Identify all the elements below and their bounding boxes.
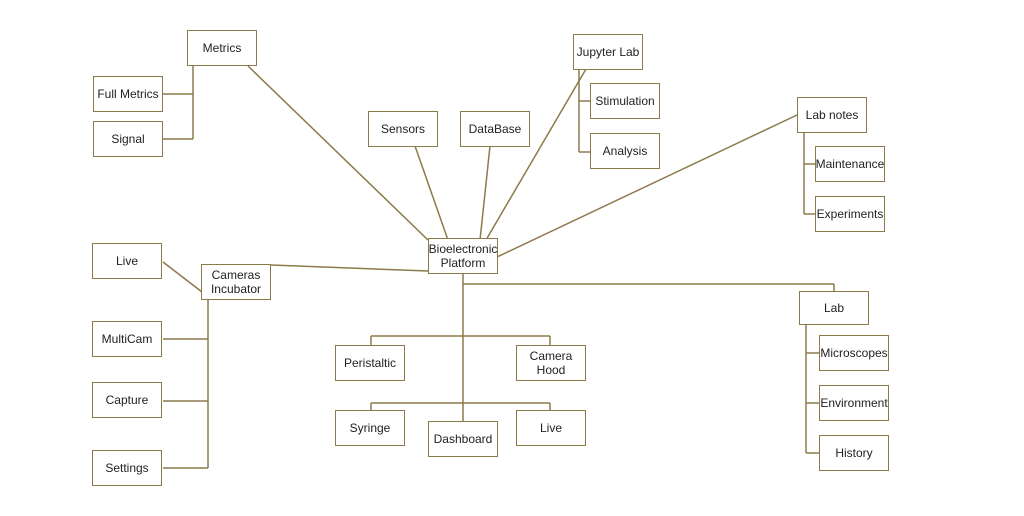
node-live-pump[interactable]: Live: [516, 410, 586, 446]
node-jupyter-lab[interactable]: Jupyter Lab: [573, 34, 643, 70]
node-database[interactable]: DataBase: [460, 111, 530, 147]
node-syringe[interactable]: Syringe: [335, 410, 405, 446]
node-camera-hood[interactable]: Camera Hood: [516, 345, 586, 381]
node-cameras-incubator[interactable]: Cameras Incubator: [201, 264, 271, 300]
connector-root-database: [479, 145, 491, 241]
connector-root-sensors: [414, 145, 449, 241]
connector-root-cameras: [270, 264, 429, 272]
node-lab-notes[interactable]: Lab notes: [797, 97, 867, 133]
connector-root-labnotes: [496, 114, 798, 258]
node-stimulation[interactable]: Stimulation: [590, 83, 660, 119]
node-settings[interactable]: Settings: [92, 450, 162, 486]
node-signal[interactable]: Signal: [93, 121, 163, 157]
connector-root-jupyter: [485, 68, 587, 241]
node-history[interactable]: History: [819, 435, 889, 471]
node-environment[interactable]: Environment: [819, 385, 889, 421]
node-maintenance[interactable]: Maintenance: [815, 146, 885, 182]
node-capture[interactable]: Capture: [92, 382, 162, 418]
node-bioelectronic-platform[interactable]: Bioelectronic Platform: [428, 238, 498, 274]
node-metrics[interactable]: Metrics: [187, 30, 257, 66]
node-microscopes[interactable]: Microscopes: [819, 335, 889, 371]
node-sensors[interactable]: Sensors: [368, 111, 438, 147]
node-peristaltic[interactable]: Peristaltic: [335, 345, 405, 381]
node-dashboard[interactable]: Dashboard: [428, 421, 498, 457]
node-full-metrics[interactable]: Full Metrics: [93, 76, 163, 112]
node-analysis[interactable]: Analysis: [590, 133, 660, 169]
node-live-camera[interactable]: Live: [92, 243, 162, 279]
node-lab[interactable]: Lab: [799, 291, 869, 325]
connector-live-cam: [162, 261, 203, 293]
node-experiments[interactable]: Experiments: [815, 196, 885, 232]
node-multicam[interactable]: MultiCam: [92, 321, 162, 357]
connector-root-metrics: [247, 65, 429, 241]
